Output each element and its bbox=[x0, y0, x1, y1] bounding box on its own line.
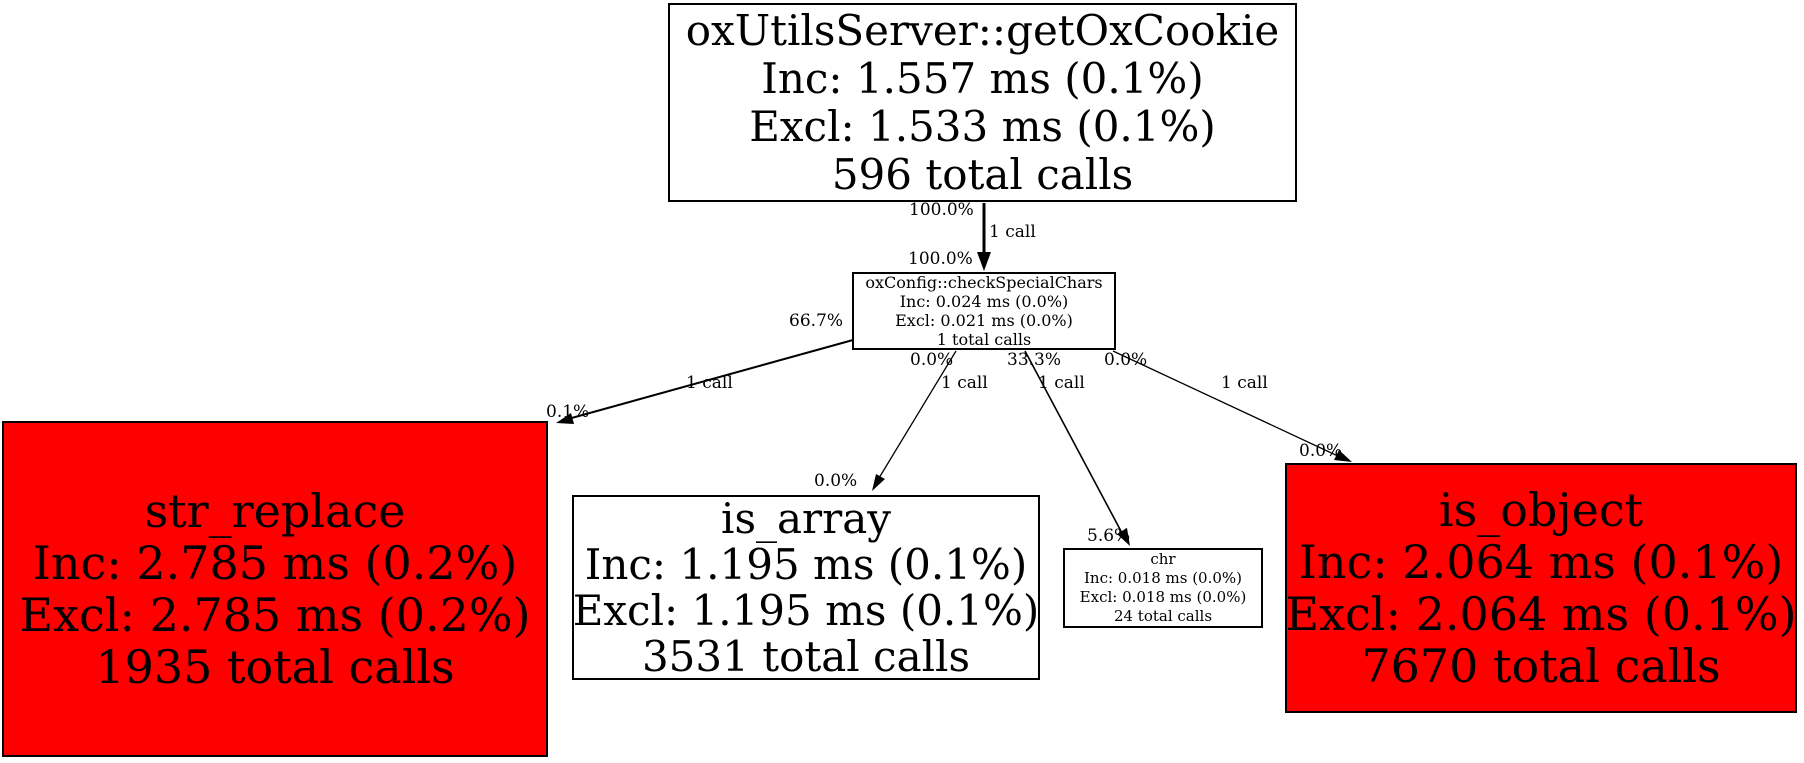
edge-label-head-pct: 100.0% bbox=[908, 249, 973, 269]
node-title: oxUtilsServer::getOxCookie bbox=[685, 5, 1280, 55]
arrowhead-icon bbox=[872, 474, 885, 491]
node-title: is_object bbox=[1438, 483, 1644, 537]
node-inc: Inc: 1.195 ms (0.1%) bbox=[584, 539, 1028, 589]
edge-label-tail-pct: 66.7% bbox=[789, 311, 844, 331]
edge-label-tail-pct: 0.0% bbox=[1104, 350, 1148, 370]
edge-label-head-pct: 0.0% bbox=[814, 471, 858, 491]
node-calls: 3531 total calls bbox=[641, 631, 971, 681]
node-calls: 596 total calls bbox=[831, 149, 1134, 199]
node-inc: Inc: 2.064 ms (0.1%) bbox=[1298, 535, 1784, 589]
edge-checkspecialchars-chr bbox=[1024, 350, 1130, 546]
edge-label-calls: 1 call bbox=[1221, 373, 1268, 393]
edge-label-calls: 1 call bbox=[941, 373, 988, 393]
edge-checkspecialchars-is-array bbox=[872, 350, 957, 491]
node-excl: Excl: 2.785 ms (0.2%) bbox=[19, 588, 531, 642]
edge-label-calls: 1 call bbox=[686, 373, 733, 393]
edge-getoxcookie-checkspecialchars bbox=[977, 203, 991, 271]
node-excl: Excl: 1.195 ms (0.1%) bbox=[572, 585, 1040, 635]
node-inc: Inc: 0.024 ms (0.0%) bbox=[899, 292, 1069, 311]
edge-label-tail-pct: 0.0% bbox=[910, 350, 954, 370]
edge-checkspecialchars-is-object bbox=[1112, 350, 1352, 462]
edge-label-head-pct: 5.6% bbox=[1087, 526, 1131, 546]
node-calls: 24 total calls bbox=[1113, 607, 1213, 625]
edge-label-tail-pct: 33.3% bbox=[1007, 350, 1062, 370]
edge-label-tail-pct: 100.0% bbox=[909, 200, 974, 220]
edge-label-calls: 1 call bbox=[989, 222, 1036, 242]
node-str-replace: str_replace Inc: 2.785 ms (0.2%) Excl: 2… bbox=[2, 421, 548, 757]
node-calls: 1 total calls bbox=[936, 330, 1032, 349]
edge-label-calls: 1 call bbox=[1038, 373, 1085, 393]
node-title: chr bbox=[1150, 550, 1176, 568]
node-excl: Excl: 1.533 ms (0.1%) bbox=[749, 101, 1216, 151]
node-chr: chr Inc: 0.018 ms (0.0%) Excl: 0.018 ms … bbox=[1063, 548, 1263, 628]
arrowhead-icon bbox=[556, 413, 574, 424]
arrowhead-icon bbox=[1334, 450, 1352, 462]
arrowhead-icon bbox=[977, 252, 991, 271]
node-title: str_replace bbox=[144, 484, 406, 538]
edge-label-head-pct: 0.0% bbox=[1299, 441, 1343, 461]
node-calls: 1935 total calls bbox=[95, 640, 455, 694]
node-oxconfig-checkspecialchars: oxConfig::checkSpecialChars Inc: 0.024 m… bbox=[852, 272, 1116, 350]
node-excl: Excl: 0.021 ms (0.0%) bbox=[895, 311, 1073, 330]
node-is-array: is_array Inc: 1.195 ms (0.1%) Excl: 1.19… bbox=[572, 495, 1040, 680]
node-inc: Inc: 0.018 ms (0.0%) bbox=[1083, 569, 1243, 587]
node-inc: Inc: 1.557 ms (0.1%) bbox=[761, 53, 1204, 103]
node-oxutilsserver-getoxcookie: oxUtilsServer::getOxCookie Inc: 1.557 ms… bbox=[668, 3, 1297, 202]
node-title: is_array bbox=[721, 493, 891, 543]
edge-label-head-pct: 0.1% bbox=[546, 402, 590, 422]
node-inc: Inc: 2.785 ms (0.2%) bbox=[32, 536, 518, 590]
node-title: oxConfig::checkSpecialChars bbox=[865, 273, 1103, 292]
node-excl: Excl: 0.018 ms (0.0%) bbox=[1079, 588, 1247, 606]
node-is-object: is_object Inc: 2.064 ms (0.1%) Excl: 2.0… bbox=[1285, 463, 1797, 713]
edge-checkspecialchars-str-replace bbox=[556, 339, 854, 424]
arrowhead-icon bbox=[1117, 528, 1130, 546]
node-calls: 7670 total calls bbox=[1361, 639, 1721, 693]
node-excl: Excl: 2.064 ms (0.1%) bbox=[1285, 587, 1797, 641]
